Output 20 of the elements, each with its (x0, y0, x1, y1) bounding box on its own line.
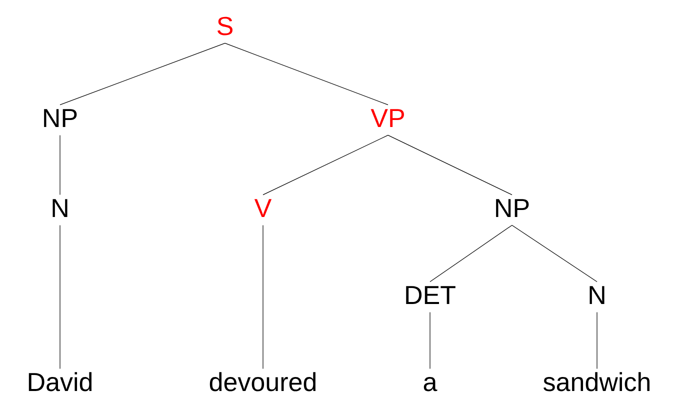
tree-branch (224, 42, 388, 106)
tree-branch (388, 134, 512, 196)
word-label: a (424, 377, 438, 392)
category-label: N (590, 286, 604, 304)
category-label: DET (406, 286, 456, 304)
category-label: VP (370, 109, 404, 127)
tree-branch (60, 42, 226, 106)
category-label: N (52, 199, 68, 217)
tree-branch (262, 224, 264, 370)
tree-branch (512, 224, 598, 282)
tree-branch (430, 224, 512, 282)
tree-branch (596, 312, 598, 370)
tree-branch (262, 134, 388, 196)
word-label: David (28, 372, 92, 392)
category-label: NP (496, 199, 529, 217)
category-label: S (218, 16, 232, 36)
word-label: devoured (210, 372, 316, 392)
category-label: NP (44, 109, 77, 127)
word-label: sandwich (544, 372, 650, 392)
category-label: V (254, 199, 272, 217)
